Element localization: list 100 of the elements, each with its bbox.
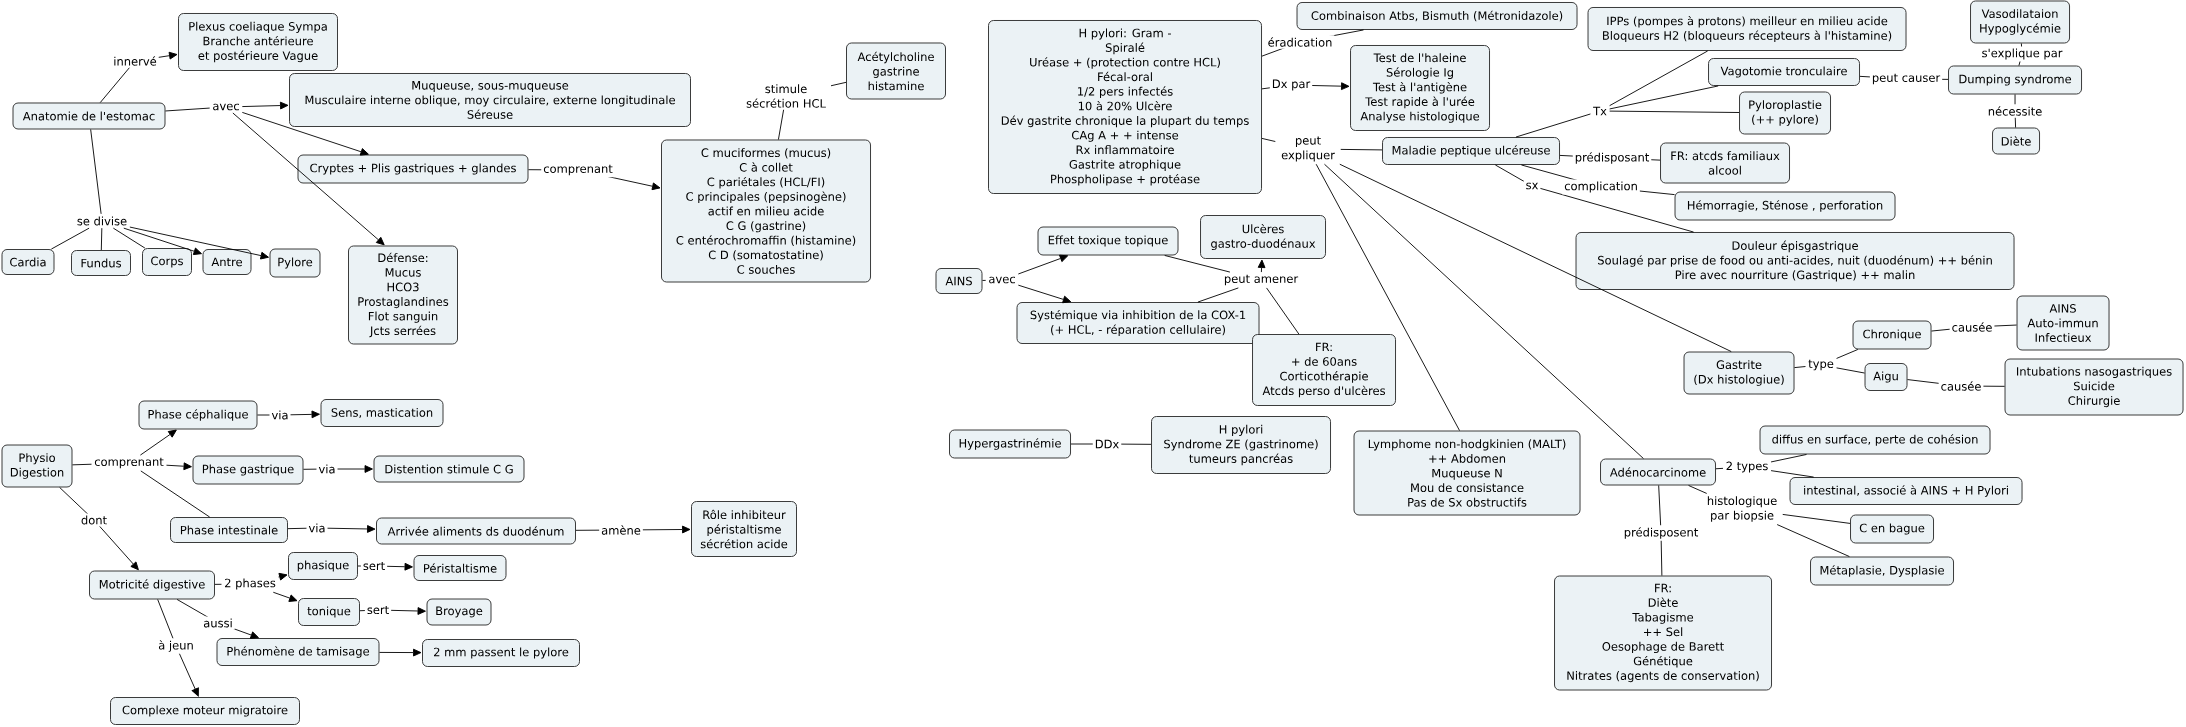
concept-box: Maladie peptique ulcéreuse <box>1382 137 1560 165</box>
linking-phrase: Tx <box>1593 106 1607 116</box>
connector-line <box>165 107 211 112</box>
connector-line <box>1339 163 1732 352</box>
concept-box: Phénomène de tamisage <box>216 638 380 666</box>
arrow <box>303 465 373 473</box>
linking-phrase: 2 phases <box>225 578 276 590</box>
arrow <box>379 648 422 657</box>
connector-line <box>982 279 987 281</box>
edge-label: stimule sécrétion HCL <box>741 82 831 110</box>
connector-line <box>1164 255 1231 273</box>
edge-label: sx <box>1523 180 1541 192</box>
concept-box: tonique <box>298 598 360 626</box>
arrow <box>139 429 177 456</box>
edge-label: via <box>316 462 338 476</box>
edge-label: s'explique par <box>1979 46 2065 62</box>
concept-box: FR: atcds familiaux alcool <box>1660 142 1790 184</box>
linking-phrase: avec <box>213 103 239 111</box>
concept-box: Vasodilataion Hypoglycémie <box>1970 0 2070 44</box>
concept-box: Rôle inhibiteur péristaltisme sécrétion acide <box>691 501 797 557</box>
arrow <box>166 462 192 471</box>
concept-box: Adénocarcinome <box>1600 458 1716 486</box>
connector-line <box>50 227 90 250</box>
connector-line <box>72 463 92 466</box>
concept-box: AINS <box>935 268 983 294</box>
concept-box: Phase céphalique <box>138 400 258 430</box>
edge-label: innervé <box>111 54 159 68</box>
concept-box: IPPs (pompes à protons) meilleur en milieu acide Bloqueurs H2 (bloqueurs récepteurs à l'histamine) <box>1587 7 1907 51</box>
concept-box: Défense: Mucus HCO3 Prostaglandines Flot sanguin Jcts serrées <box>348 245 458 345</box>
arrow <box>157 599 199 697</box>
concept-box: Vagotomie tronculaire <box>1708 58 1860 86</box>
connector-line <box>1315 163 1460 431</box>
concept-box: Motricité digestive <box>89 570 215 600</box>
concept-box: Hypergastrinémie <box>949 429 1071 459</box>
edge-label: comprenant <box>541 162 615 178</box>
linking-phrase: histologique par biopsie <box>1707 496 1777 522</box>
arrow <box>287 525 376 533</box>
connector-line <box>100 227 103 251</box>
edge-label: causée <box>1949 320 1995 334</box>
concept-box: Muqueuse, sous-muqueuse Musculaire interne oblique, moy circulaire, externe longitudinale Séreuse <box>289 73 691 127</box>
arrow <box>129 226 269 260</box>
edge-label: via <box>269 408 291 422</box>
concept-box: Acétylcholine gastrine histamine <box>846 42 946 100</box>
connector-line <box>1836 349 1859 359</box>
arrow <box>278 572 288 581</box>
concept-box: phasique <box>288 552 358 580</box>
edge-label: prédisposant <box>1572 150 1652 166</box>
arrow <box>241 101 289 110</box>
concept-box: Broyage <box>426 598 492 626</box>
concept-box: C muciformes (mucus) C à collet C pariétales (HCL/FI) C principales (pepsinogène) actif en milieu acide C G (gastrine) C entérochromaffin (histamine) C D (somatostatine) C souches <box>661 139 871 283</box>
edge-label: amène <box>599 523 643 537</box>
connector-line <box>1782 513 1851 524</box>
connector-line <box>1609 85 1719 110</box>
arrow <box>1257 259 1266 273</box>
arrow <box>59 487 139 571</box>
arrow <box>232 112 385 246</box>
linking-phrase: 2 types <box>1726 461 1768 473</box>
linking-phrase: avec <box>989 276 1015 284</box>
arrow <box>123 227 202 255</box>
concept-box: H pylori Syndrome ZE (gastrinome) tumeurs pancréas <box>1151 416 1331 474</box>
connector-line <box>90 129 102 215</box>
concept-box: Péristaltisme <box>413 555 507 581</box>
concept-box: Métaplasie, Dysplasie <box>1810 556 1954 586</box>
concept-box: Intubations nasogastriques Suicide Chirurgie <box>2004 358 2184 416</box>
edge-label: aussi <box>201 616 235 630</box>
concept-box: Lymphome non-hodgkinien (MALT) ++ Abdomen Muqueuse N Mou de consistance Pas de Sx obstructifs <box>1353 430 1581 516</box>
connector-line <box>1266 287 1300 335</box>
edge-label: peut causer <box>1869 71 1943 87</box>
connector-line <box>1609 110 1740 113</box>
concept-box: H pylori: Gram - Spiralé Uréase + (protection contre HCL) Fécal-oral 1/2 pers infectés 10 à 20% Ulcère Dév gastrite chronique la plupart du temps CAg A + + intense Rx inflammatoire Gastrite atrophique Phospholipase + protéase <box>988 20 1262 194</box>
concept-box: Chronique <box>1852 320 1932 350</box>
arrow <box>257 410 320 419</box>
connector-line <box>1836 367 1866 374</box>
concept-box: FR: Diète Tabagisme ++ Sel Oesophage de Barett Génétique Nitrates (agents de conservation) <box>1554 575 1772 691</box>
connector-line <box>1770 470 1815 478</box>
connector-line <box>1324 163 1644 459</box>
concept-box: Corps <box>142 248 192 276</box>
edge-label: DDx <box>1092 437 1122 451</box>
concept-box: Effet toxique topique <box>1037 226 1179 256</box>
connector-line <box>1715 467 1724 470</box>
concept-box: Pyloroplastie (++ pylore) <box>1739 91 1831 135</box>
concept-box: Dumping syndrome <box>1948 65 2082 95</box>
edge-label: nécessite <box>1985 104 2045 118</box>
connector-line <box>1197 287 1239 303</box>
edge-label: dont <box>78 513 110 527</box>
connector-line <box>1688 485 1708 494</box>
concept-box: Pylore <box>269 248 321 278</box>
concept-box: diffus en surface, perte de cohésion <box>1759 425 1991 455</box>
connector-line <box>1261 137 1276 142</box>
linking-phrase: peut expliquer <box>1281 136 1335 162</box>
edge-label: prédisposent <box>1621 525 1701 541</box>
concept-box: 2 mm passent le pylore <box>422 639 580 667</box>
concept-box: Gastrite (Dx histologiue) <box>1683 351 1795 395</box>
linking-phrase: peut amener <box>1224 274 1299 286</box>
concept-box: Plexus coeliaque Sympa Branche antérieure et postérieure Vague <box>178 13 338 71</box>
concept-box: Arrivée aliments ds duodénum <box>376 517 576 545</box>
concept-box: Diète <box>1992 127 2040 155</box>
connector-line <box>1776 524 1850 557</box>
concept-box: Systémique via inhibition de la COX-1 (+ HCL, - réparation cellulaire) <box>1016 302 1260 344</box>
arrow <box>1017 284 1072 304</box>
